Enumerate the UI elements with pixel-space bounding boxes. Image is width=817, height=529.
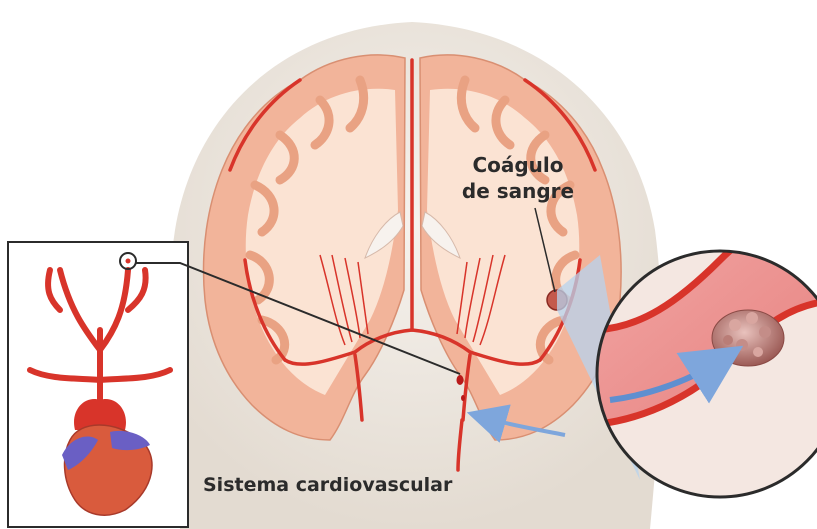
clot-label-line2: de sangre — [448, 178, 588, 204]
clot-label-line1: Coágulo — [448, 152, 588, 178]
cardiovascular-label: Sistema cardiovascular — [203, 474, 452, 496]
clot-label: Coágulo de sangre — [448, 152, 588, 204]
blood-drop — [457, 375, 464, 385]
cardiovascular-inset — [8, 242, 188, 527]
blood-drop-small — [461, 395, 465, 401]
